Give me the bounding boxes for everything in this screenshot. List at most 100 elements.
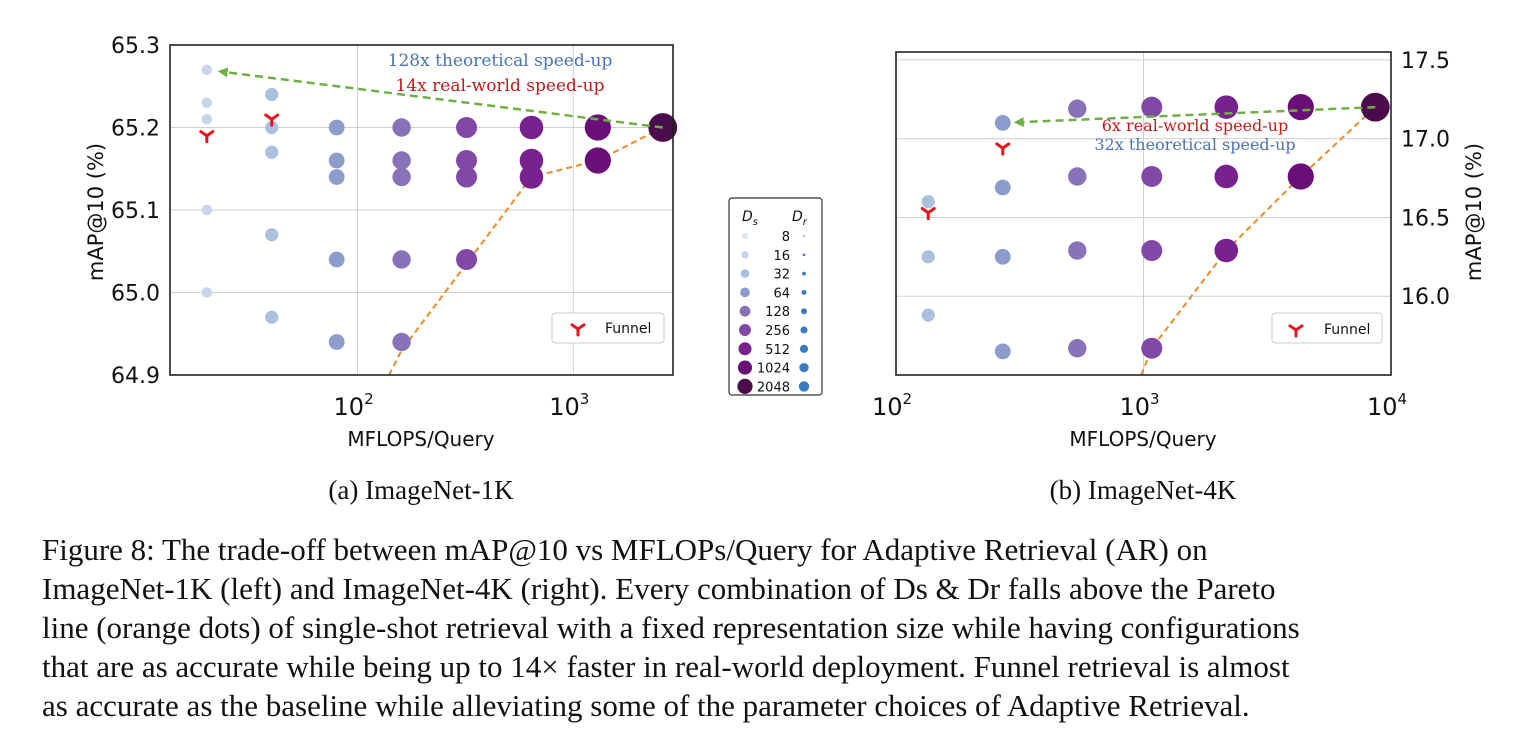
legend-ds-swatch: [739, 305, 751, 317]
legend-size-label: 256: [765, 324, 790, 339]
legend-size-label: 512: [765, 343, 790, 358]
funnel-legend-a: Funnel: [551, 312, 665, 344]
legend-ds-swatch: [741, 232, 749, 240]
scatter-point-a: [392, 118, 411, 137]
x-tick-label-b: 104: [1367, 390, 1407, 421]
scatter-point-b: [1214, 164, 1239, 189]
legend-ds-swatch: [739, 324, 751, 336]
legend-size-label: 1024: [757, 362, 790, 377]
funnel-legend-box-b: [1271, 312, 1383, 344]
caption-line-3: line (orange dots) of single-shot retrie…: [42, 610, 1300, 645]
funnel-icon: [1288, 324, 1304, 338]
annotation-realworld-a: 14x real-world speed-up: [396, 76, 605, 96]
legend-size-label: 64: [773, 286, 790, 301]
x-tick-label-a: 103: [549, 390, 589, 421]
y-tick-label-a: 65.0: [111, 282, 160, 307]
funnel-legend-marker-b: [1288, 324, 1304, 338]
scatter-point-b: [1141, 96, 1163, 118]
y-tick-label-a: 65.2: [111, 117, 160, 142]
funnel-legend-label-b: Funnel: [1324, 322, 1370, 338]
scatter-point-a: [328, 334, 345, 350]
legend-dr-swatch: [802, 253, 806, 257]
speedup-arrow-line-a: [217, 67, 663, 129]
funnel-legend-marker-a: [570, 323, 586, 337]
subtitle-a: (a) ImageNet-1K: [328, 475, 514, 505]
scatter-point-b: [1068, 241, 1087, 260]
scatter-point-a: [201, 287, 213, 298]
y-tick-label-b: 17.5: [1401, 49, 1450, 74]
x-tick-label-b: 102: [872, 390, 912, 421]
funnel-legend-b: Funnel: [1271, 312, 1383, 344]
scatter-point-a: [265, 120, 279, 135]
x-tick-label-b: 103: [1119, 390, 1159, 421]
legend-ds-swatch: [738, 342, 752, 356]
plot-frame-b: [895, 51, 1392, 376]
y-tick-label-b: 16.0: [1401, 285, 1450, 310]
funnel-icon: [570, 323, 586, 337]
funnel-markers-a: [199, 113, 280, 144]
scatter-point-b: [921, 308, 935, 322]
scatter-point-b: [921, 250, 935, 264]
x-tick-label-a: 102: [334, 390, 374, 421]
scatter-point-a: [328, 169, 345, 185]
y-axis-label-a: mAP@10 (%): [84, 143, 108, 281]
legend-dr-swatch: [800, 326, 808, 334]
caption-line-5: as accurate as the baseline while allevi…: [42, 688, 1250, 723]
scatter-point-a: [201, 64, 213, 76]
legend-size-label: 8: [782, 230, 790, 245]
scatter-point-b: [994, 248, 1011, 265]
scatter-points-a: [201, 64, 678, 352]
scatter-point-b: [921, 195, 935, 209]
scatter-point-b: [994, 343, 1011, 360]
scatter-point-b: [1141, 337, 1163, 359]
caption-line-4: that are as accurate while being up to 1…: [42, 649, 1290, 684]
y-tick-label-a: 64.9: [111, 364, 160, 389]
funnel-marker-b: [995, 142, 1011, 156]
scatter-point-a: [265, 310, 279, 324]
legend-dr-swatch: [799, 344, 809, 353]
scatter-point-a: [456, 166, 478, 188]
scatter-points-b: [921, 92, 1390, 360]
scatter-point-b: [1287, 163, 1314, 190]
annotation-realworld-b: 6x real-world speed-up: [1102, 116, 1288, 135]
legend-ds-swatch: [737, 360, 753, 375]
scatter-point-b: [1068, 339, 1087, 358]
legend-dr-swatch: [801, 308, 807, 315]
scatter-point-b: [1068, 167, 1087, 186]
scatter-point-b: [1287, 94, 1314, 121]
y-ticks-b: 16.016.517.017.5: [1401, 49, 1450, 310]
funnel-marker-a: [264, 113, 280, 127]
scatter-point-a: [584, 147, 611, 174]
scatter-point-a: [201, 113, 213, 125]
legend-size-label: 128: [765, 305, 790, 320]
scatter-point-a: [328, 251, 345, 268]
y-tick-label-a: 65.3: [111, 34, 160, 59]
x-ticks-a: 102 103: [334, 390, 590, 421]
legend-dr-swatch: [802, 271, 806, 276]
scatter-point-a: [328, 119, 345, 136]
scatter-point-b: [1141, 165, 1163, 187]
size-legend-box: [728, 197, 823, 396]
scatter-point-a: [265, 87, 279, 102]
annotation-theoretical-a: 128x theoretical speed-up: [388, 51, 613, 71]
speedup-arrow-b: [1013, 105, 1376, 128]
scatter-point-b: [1068, 99, 1087, 118]
legend-size-label: 32: [773, 268, 790, 283]
plot-frame-a: [169, 44, 674, 376]
y-tick-label-b: 16.5: [1401, 206, 1450, 231]
scatter-point-a: [456, 249, 478, 270]
scatter-point-a: [201, 97, 213, 109]
subtitle-b: (b) ImageNet-4K: [1050, 475, 1237, 505]
legend-ds-header: Ds: [742, 209, 758, 228]
legend-ds-swatch: [740, 269, 750, 278]
scatter-point-a: [265, 145, 279, 159]
scatter-point-a: [392, 332, 411, 352]
speedup-arrow-line-b: [1013, 105, 1376, 128]
legend-dr-swatch: [803, 235, 805, 237]
scatter-point-b: [994, 179, 1011, 196]
x-axis-label-a: MFLOPS/Query: [347, 427, 494, 451]
